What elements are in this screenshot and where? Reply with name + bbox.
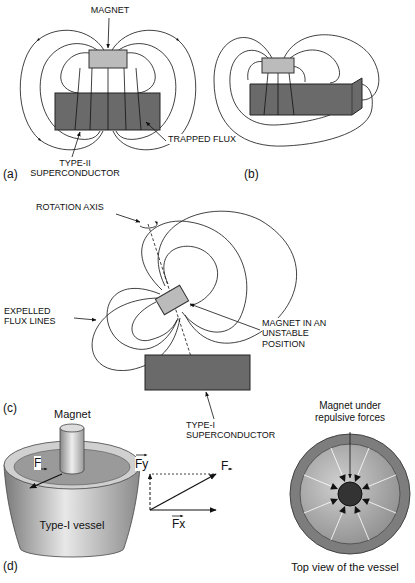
label: Fy [135,458,155,472]
label: Fx [172,518,192,532]
label: (b) [244,168,274,182]
panel-b [214,35,379,146]
vessel-label: Type-I vessel [37,519,108,531]
magnet-c [155,285,188,315]
trapped-flux-lines [75,68,141,130]
magnet-b [262,58,294,73]
label: (c) [3,402,33,416]
type-i-superconductor [145,355,250,390]
label: TYPE-II SUPERCONDUCTOR [20,158,130,179]
label: Magnet under repulsive forces [300,400,400,423]
panel-a [20,30,196,150]
label: F [34,457,48,471]
magnet [89,50,127,68]
label: (d) [3,560,33,574]
label: TYPE-I SUPERCONDUCTOR [186,420,286,441]
force-arrow [30,474,62,488]
leader-lines-a [72,18,166,157]
magnet-cylinder [60,424,84,474]
type-ii-superconductor [55,93,160,130]
label: EXPELLED FLUX LINES [4,306,74,327]
label: MAGNET IN AN UNSTABLE POSITION [262,318,342,349]
label: F [221,460,235,474]
label: TRAPPED FLUX [168,134,238,144]
leader-line [350,432,351,478]
vessel-label-region: Type-I vessel [37,519,108,531]
label: Magnet [54,408,104,421]
leader-lines-c [74,214,260,419]
label: ROTATION AXIS [36,202,116,212]
force-vectors [136,455,231,516]
label: (a) [3,168,33,182]
label: Top view of the vessel [280,561,410,574]
trapped-flux-lines-b [264,73,294,115]
rotation-axis [148,224,196,372]
label: MAGNET [82,5,138,15]
